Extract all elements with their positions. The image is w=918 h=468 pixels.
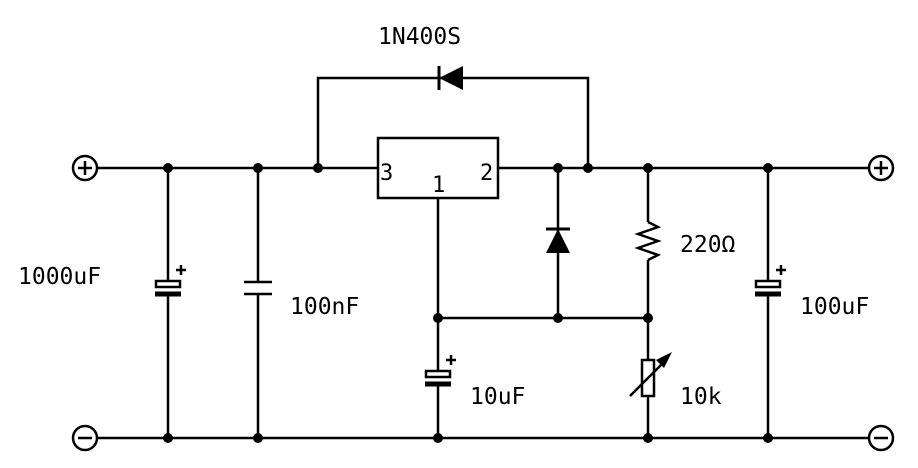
regulator-pin-input: 3: [380, 161, 393, 186]
capacitor-100nf[interactable]: [244, 168, 272, 438]
capacitor-100nf-label: 100nF: [290, 294, 359, 320]
diode-1n400s[interactable]: [316, 66, 590, 168]
capacitor-1000uf[interactable]: [154, 168, 186, 438]
voltage-regulator[interactable]: [376, 136, 500, 200]
resistor-220-ohm-label: 220Ω: [680, 232, 736, 258]
capacitor-100uf[interactable]: [754, 168, 786, 438]
capacitor-10uf[interactable]: [424, 318, 456, 438]
regulator-pin-output: 2: [480, 161, 493, 186]
potentiometer-10k-label: 10k: [680, 384, 722, 410]
diode-1n400s-label: 1N400S: [378, 24, 461, 50]
resistor-220-ohm[interactable]: [634, 168, 662, 318]
capacitor-100uf-label: 100uF: [800, 294, 869, 320]
capacitor-1000uf-label: 1000uF: [18, 264, 101, 290]
potentiometer-10k[interactable]: [629, 318, 672, 438]
output-negative-terminal[interactable]: [867, 424, 895, 452]
diode-vertical[interactable]: [546, 168, 570, 318]
input-negative-terminal[interactable]: [71, 424, 99, 452]
regulator-pin-adjust: 1: [432, 173, 445, 198]
output-positive-terminal[interactable]: [867, 154, 895, 182]
input-positive-terminal[interactable]: [71, 154, 99, 182]
capacitor-10uf-label: 10uF: [470, 384, 525, 410]
junction-dots: [163, 163, 773, 443]
